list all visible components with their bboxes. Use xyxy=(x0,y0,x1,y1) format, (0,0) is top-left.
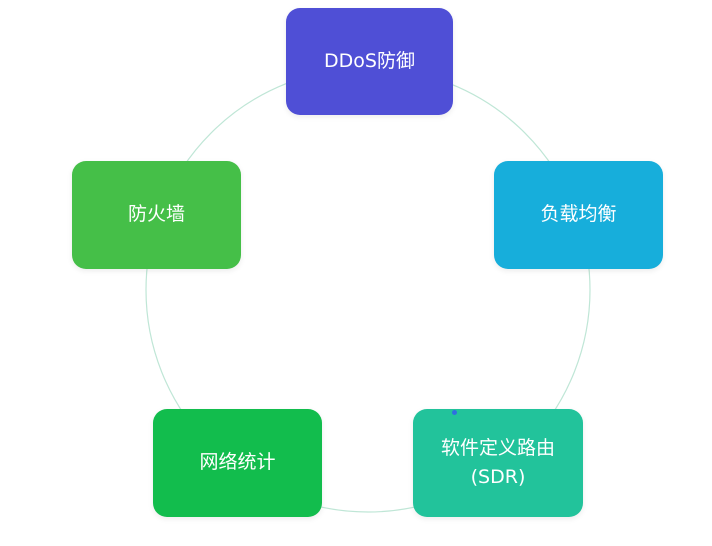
network-stats-node: 网络统计 xyxy=(153,409,322,517)
firewall-node: 防火墙 xyxy=(72,161,241,269)
network-stats-label: 网络统计 xyxy=(199,451,276,474)
software-defined-routing-label: 软件定义路由 xyxy=(440,436,555,459)
software-defined-routing-sublabel: (SDR) xyxy=(470,466,526,488)
ddos-defense-label: DDoS防御 xyxy=(324,49,415,72)
ddos-defense-node: DDoS防御 xyxy=(286,8,453,115)
software-defined-routing-node: 软件定义路由 (SDR) xyxy=(413,409,583,517)
load-balancing-label: 负载均衡 xyxy=(540,203,617,226)
firewall-label: 防火墙 xyxy=(127,203,185,226)
load-balancing-node: 负载均衡 xyxy=(494,161,663,269)
connector-dot xyxy=(452,410,457,415)
